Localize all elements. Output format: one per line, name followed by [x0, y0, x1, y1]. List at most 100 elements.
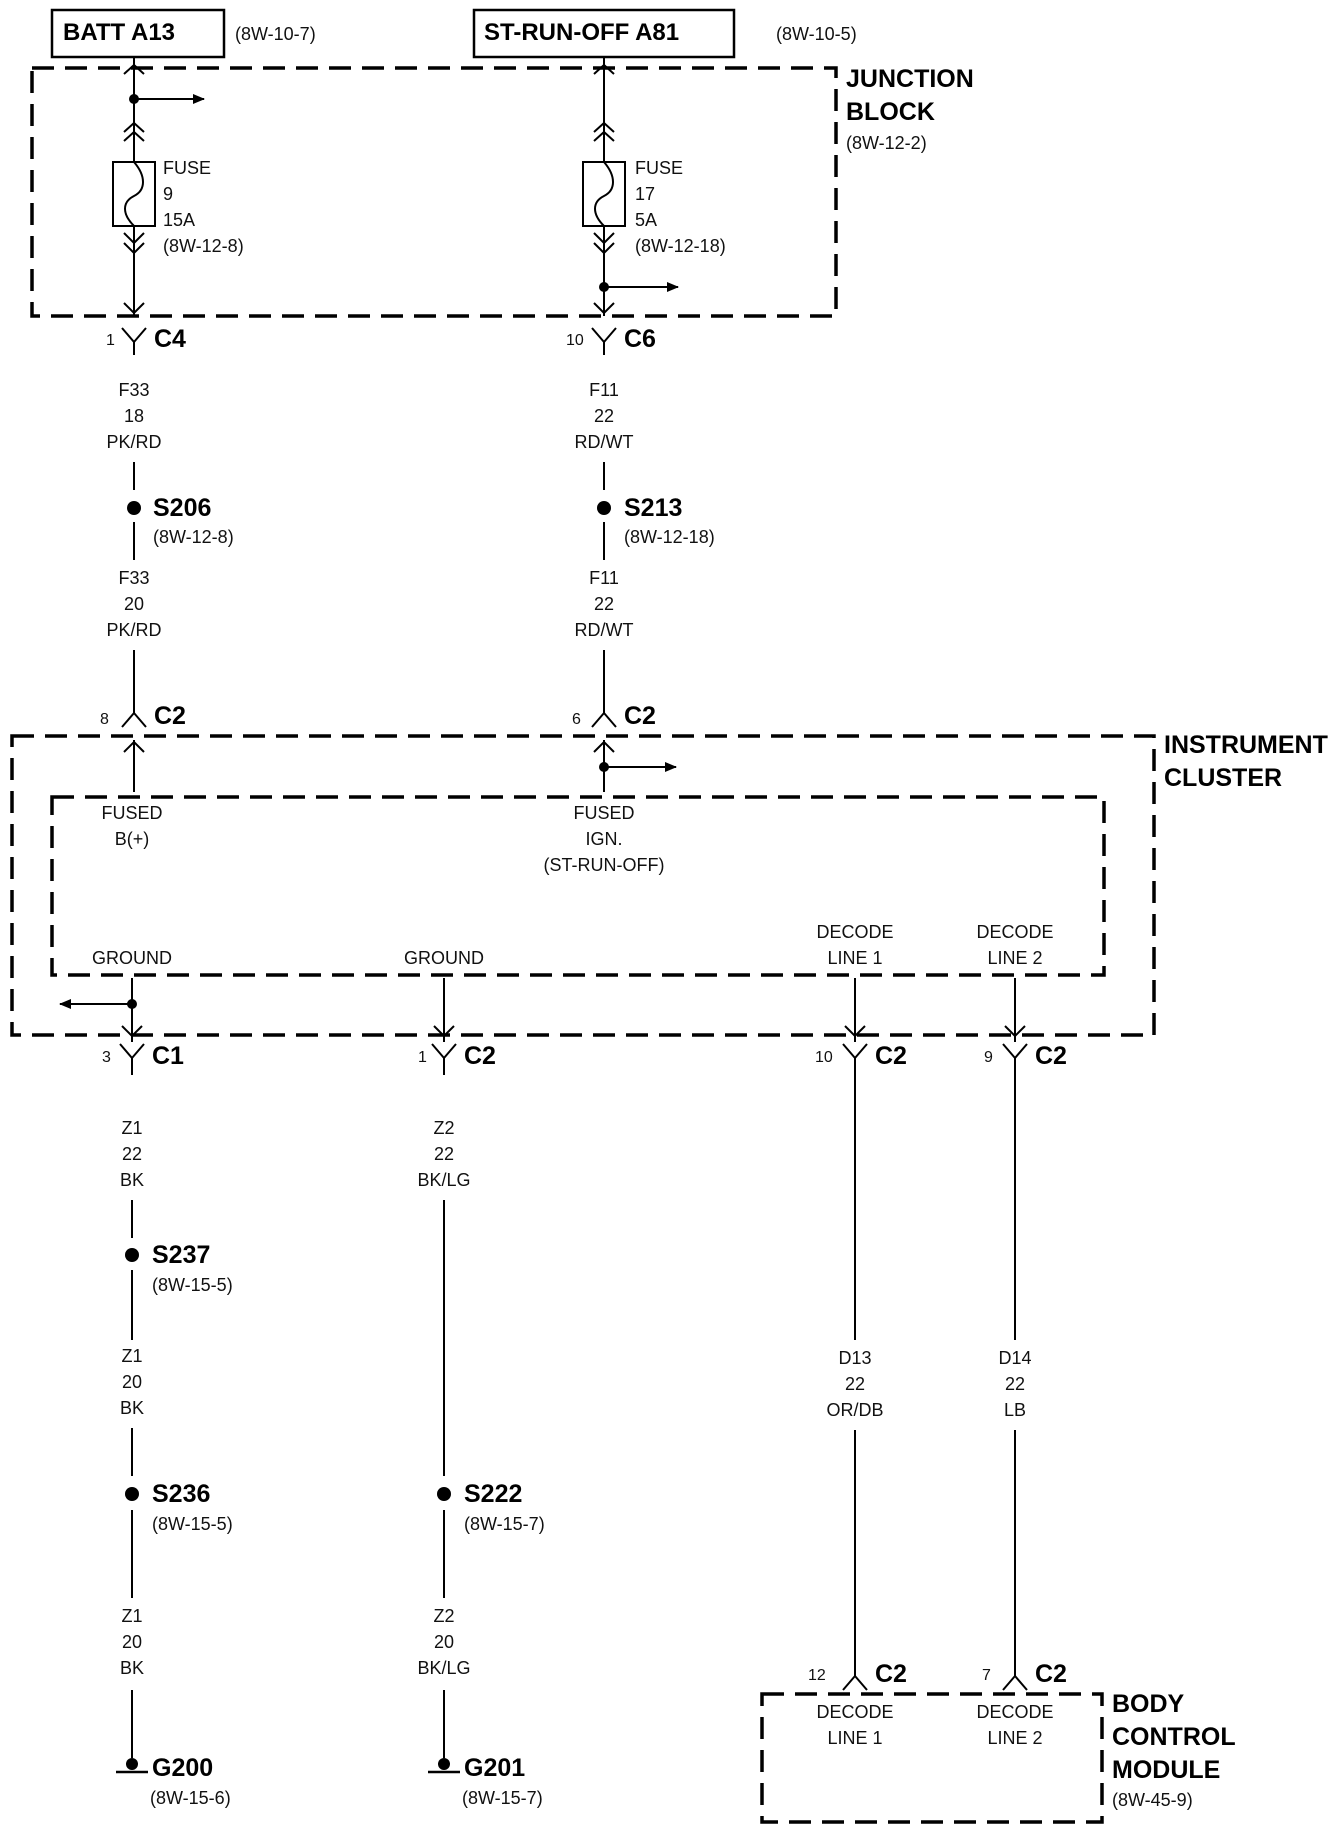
splice-s237-ref: (8W-15-5) [152, 1275, 233, 1295]
connector-c2-ground: 1 C2 [418, 1042, 496, 1075]
connector-c2-decode1: 10 C2 [815, 1042, 907, 1075]
cluster-decode1-label-1: DECODE [816, 922, 893, 942]
splice-s206: S206 [153, 494, 211, 522]
wire-d14: D14 22 LB [998, 1075, 1032, 1660]
fuse9-amps: 15A [163, 210, 195, 230]
bcm-outline [760, 1692, 1104, 1824]
connector-name: C2 [875, 1660, 907, 1688]
fuse17-number: 17 [635, 184, 655, 204]
fuse17-circuit: FUSE 17 5A (8W-12-18) [582, 57, 726, 316]
wire-color: OR/DB [826, 1400, 883, 1420]
splice-s222: S222 [464, 1480, 522, 1508]
wire-circuit: D13 [838, 1348, 871, 1368]
fused-ign-label-3: (ST-RUN-OFF) [544, 855, 665, 875]
fuse17-ref: (8W-12-18) [635, 236, 726, 256]
fused-b-label-2: B(+) [115, 829, 150, 849]
wire-color: LB [1004, 1400, 1026, 1420]
connector-name: C2 [875, 1042, 907, 1070]
fuse9-circuit: FUSE 9 15A (8W-12-8) [112, 57, 244, 316]
connector-pin: 9 [984, 1049, 993, 1066]
wire-circuit: D14 [998, 1348, 1031, 1368]
wire-gauge: 22 [122, 1144, 142, 1164]
fuse17-amps: 5A [635, 210, 657, 230]
wire-gauge: 22 [594, 594, 614, 614]
fuse9-chevron-up [123, 63, 145, 75]
bcm-ref: (8W-45-9) [1112, 1790, 1193, 1810]
wire-color: PK/RD [106, 432, 161, 452]
connector-name: C6 [624, 325, 656, 353]
connector-name: C2 [1035, 1042, 1067, 1070]
splice-s237: S237 [152, 1241, 210, 1269]
ground-g200-symbol [116, 1758, 148, 1774]
cluster-decode1-label-2: LINE 1 [827, 948, 882, 968]
wire-color: PK/RD [106, 620, 161, 640]
batt-source-box: BATT A13 [50, 8, 226, 59]
wire-color: RD/WT [575, 620, 634, 640]
bcm-decode1-label-2: LINE 1 [827, 1728, 882, 1748]
wire-gauge: 22 [434, 1144, 454, 1164]
splice-s222-ref: (8W-15-7) [464, 1514, 545, 1534]
instrument-cluster-inner-outline [50, 795, 1106, 977]
connector-c2-decode2: 9 C2 [984, 1042, 1067, 1075]
connector-c2-fused-ign: 6 C2 [572, 700, 656, 730]
junction-block-ref: (8W-12-2) [846, 133, 927, 153]
junction-block-outline [30, 66, 838, 318]
connector-name: C4 [154, 325, 186, 353]
junction-block-title-1: JUNCTION [846, 65, 974, 93]
ground-g200-ref: (8W-15-6) [150, 1788, 231, 1808]
wire-color: BK [120, 1170, 144, 1190]
bcm-title-1: BODY [1112, 1690, 1185, 1718]
bcm-title-3: MODULE [1112, 1756, 1220, 1784]
bcm-decode1-label-1: DECODE [816, 1702, 893, 1722]
junction-block-title-2: BLOCK [846, 98, 935, 126]
st-run-off-source-box: ST-RUN-OFF A81 [472, 8, 736, 59]
fuse9-number: 9 [163, 184, 173, 204]
wire-gauge: 18 [124, 406, 144, 426]
splice-dot [125, 1248, 139, 1262]
connector-c2-fused-b: 8 C2 [100, 700, 186, 730]
fuse17-chevron-up [593, 63, 615, 75]
bcm-title-2: CONTROL [1112, 1723, 1236, 1751]
connector-bcm-c2-12: 12 C2 [808, 1660, 907, 1691]
connector-c1-ground: 3 C1 [102, 1042, 184, 1075]
wire-d13: D13 22 OR/DB [826, 1075, 884, 1660]
splice-s236: S236 [152, 1480, 210, 1508]
wire-circuit: Z1 [121, 1346, 142, 1366]
splice-s206-ref: (8W-12-8) [153, 527, 234, 547]
splice-dot [437, 1487, 451, 1501]
wire-z1: Z1 22 BK Z1 20 BK Z1 20 BK [120, 1118, 144, 1758]
fuse9-ref: (8W-12-8) [163, 236, 244, 256]
connector-name: C2 [464, 1042, 496, 1070]
st-run-off-source-label: ST-RUN-OFF A81 [484, 19, 679, 46]
connector-pin: 10 [815, 1049, 833, 1066]
fuse17-icon [582, 161, 626, 227]
connector-pin: 1 [418, 1049, 427, 1066]
ground-g201-symbol [428, 1758, 460, 1774]
connector-name: C2 [1035, 1660, 1067, 1688]
instrument-cluster-outline [10, 734, 1156, 1037]
ground-g201: G201 [464, 1754, 525, 1782]
wire-circuit: Z2 [433, 1606, 454, 1626]
wire-f33: F33 18 PK/RD F33 20 PK/RD [106, 380, 162, 700]
wire-circuit: F11 [589, 380, 619, 400]
fused-ign-label-1: FUSED [573, 803, 634, 823]
wire-circuit: F33 [118, 568, 149, 588]
wire-color: BK/LG [417, 1658, 470, 1678]
splice-s213-ref: (8W-12-18) [624, 527, 715, 547]
connector-name: C2 [624, 702, 656, 730]
batt-source-ref: (8W-10-7) [235, 24, 316, 44]
instrument-cluster-title-1: INSTRUMENT [1164, 731, 1328, 759]
wire-gauge: 22 [594, 406, 614, 426]
wire-gauge: 22 [1005, 1374, 1025, 1394]
ground-g200: G200 [152, 1754, 213, 1782]
bcm-decode2-label-1: DECODE [976, 1702, 1053, 1722]
connector-pin: 1 [106, 332, 115, 349]
bcm-decode2-label-2: LINE 2 [987, 1728, 1042, 1748]
connector-c4: 1 C4 [106, 325, 186, 355]
wire-circuit: F11 [589, 568, 619, 588]
connector-bcm-c2-7: 7 C2 [982, 1660, 1067, 1691]
cluster-ground-label-2: GROUND [404, 948, 484, 968]
batt-source-label: BATT A13 [63, 19, 175, 46]
wire-gauge: 20 [122, 1632, 142, 1652]
connector-pin: 3 [102, 1049, 111, 1066]
